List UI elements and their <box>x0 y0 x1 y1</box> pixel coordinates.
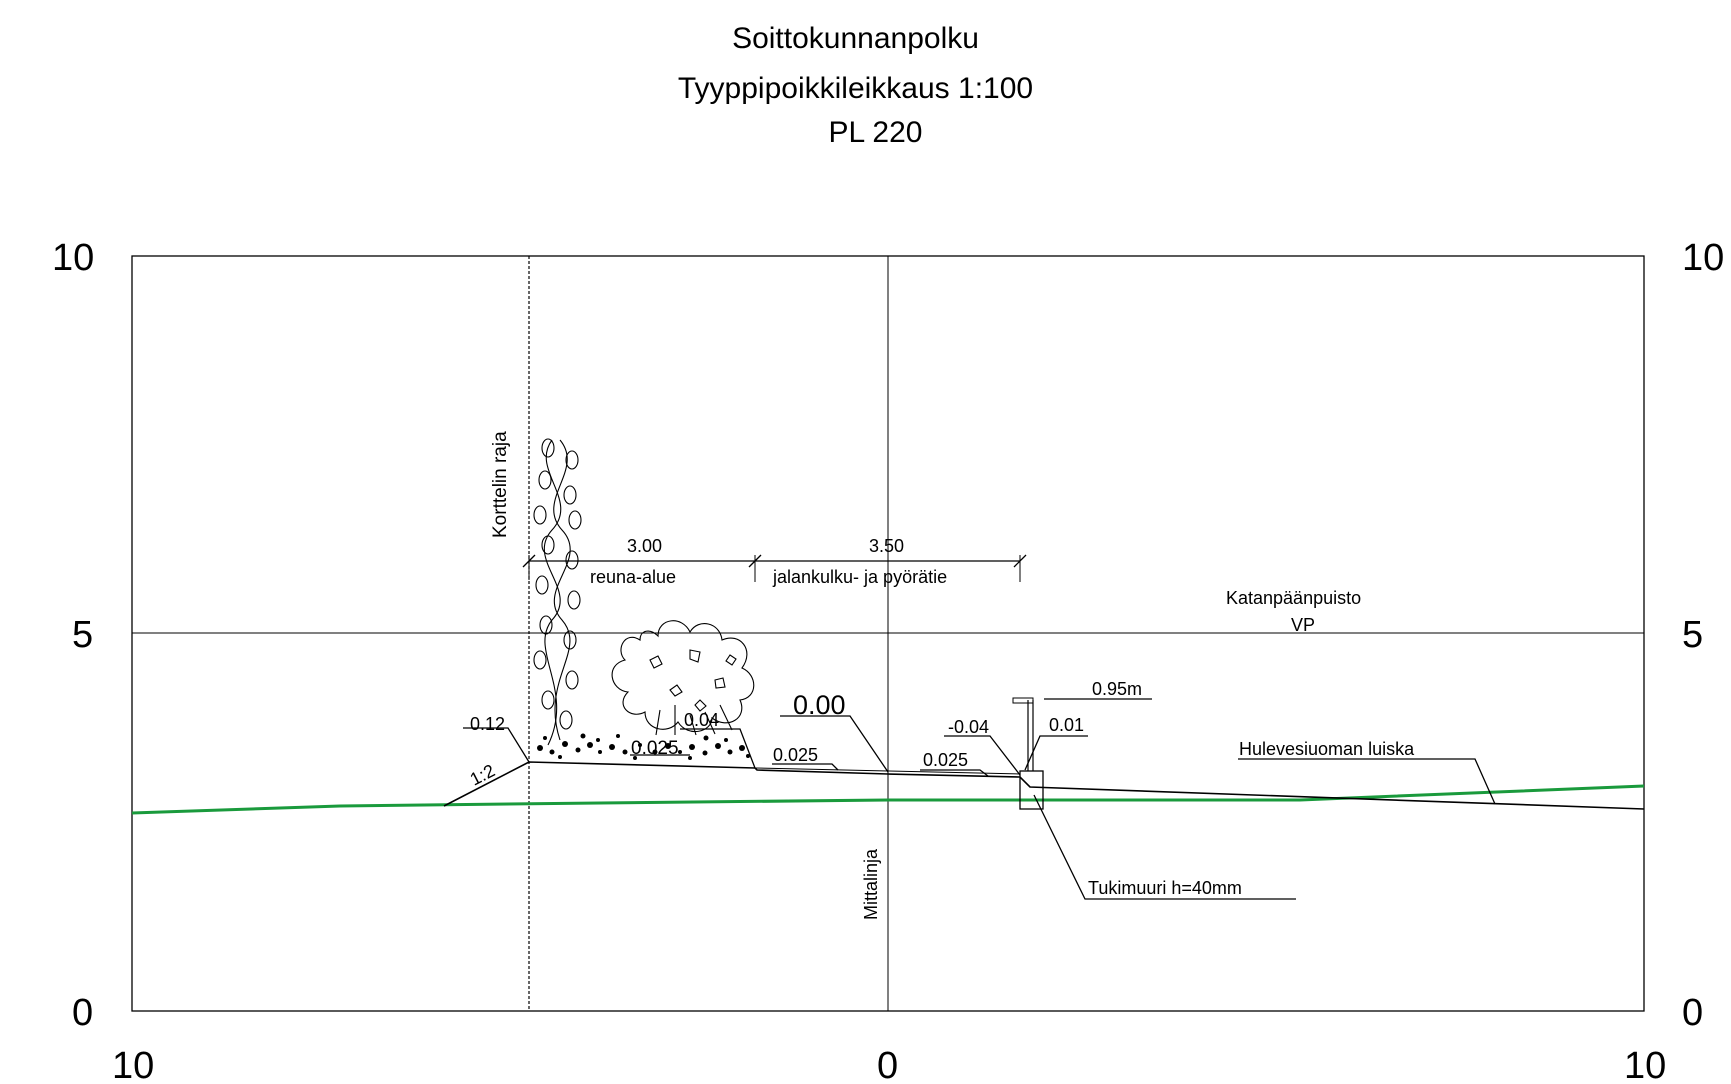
level-label-m004: -0.04 <box>948 717 989 737</box>
slope-label-0025-b: 0.025 <box>773 745 818 765</box>
tukimuuri-label: Tukimuuri h=40mm <box>1088 878 1242 898</box>
y-tick-right-10: 10 <box>1682 237 1724 279</box>
dimension-label-350: 3.50 <box>869 536 904 556</box>
block-boundary-label: Korttelin raja <box>490 431 511 538</box>
leader-tukimuuri <box>1033 794 1296 900</box>
existing-ground-line <box>131 784 1645 815</box>
design-surface-line <box>443 761 1645 810</box>
vine-plant-icon <box>533 438 582 746</box>
pedestrian-cycle-path-label: jalankulku- ja pyörätie <box>772 567 947 587</box>
x-tick-right-10: 10 <box>1624 1045 1666 1084</box>
station-label: PL 220 <box>828 116 923 149</box>
slope-label-0025-c: 0.025 <box>923 750 968 770</box>
railing-top <box>1012 697 1034 704</box>
leader-slope-004 <box>680 728 756 769</box>
leader-slope-0025-b <box>772 763 839 771</box>
dimension-slash-3 <box>1013 554 1027 568</box>
dimension-slash-1 <box>522 554 536 568</box>
level-label-001: 0.01 <box>1049 715 1084 735</box>
slope-label-004: 0.04 <box>684 710 719 730</box>
leader-level-001 <box>1024 735 1088 771</box>
slope-label-0025-a: 0.025 <box>631 738 679 759</box>
level-label-000: 0.00 <box>793 690 846 720</box>
leader-slope-0025-c <box>920 769 989 777</box>
height-label-095: 0.95m <box>1092 679 1142 699</box>
drawing-title: Soittokunnanpolku <box>732 22 979 55</box>
shrub-icon <box>611 620 755 736</box>
hulevesi-label: Hulevesiuoman luiska <box>1239 739 1415 759</box>
x-tick-0: 0 <box>877 1045 898 1084</box>
y-tick-right-0: 0 <box>1682 992 1703 1034</box>
retaining-wall <box>1019 770 1044 810</box>
slope-label-012: 0.12 <box>470 714 505 734</box>
y-tick-right-5: 5 <box>1682 614 1703 656</box>
x-tick-left-10: 10 <box>112 1045 154 1084</box>
leader-level-000 <box>780 715 889 773</box>
drawing-subtitle: Tyyppipoikkileikkaus 1:100 <box>677 72 1034 105</box>
edge-area-label: reuna-alue <box>590 567 676 587</box>
dimension-label-300: 3.00 <box>627 536 662 556</box>
leader-level-m004 <box>944 735 1021 776</box>
leader-hulevesi <box>1238 758 1496 805</box>
y-tick-left-10: 10 <box>52 237 94 279</box>
park-code-label: VP <box>1291 615 1315 635</box>
leader-slope-012 <box>463 727 530 763</box>
park-name-label: Katanpäänpuisto <box>1226 588 1361 608</box>
ratio-label-12: 1:2 <box>467 760 498 789</box>
gravel-texture-icon <box>537 733 750 760</box>
y-tick-left-0: 0 <box>72 992 93 1034</box>
dimension-slash-2 <box>748 554 762 568</box>
y-tick-left-5: 5 <box>72 614 93 656</box>
measure-line-label: Mittalinja <box>861 848 881 920</box>
